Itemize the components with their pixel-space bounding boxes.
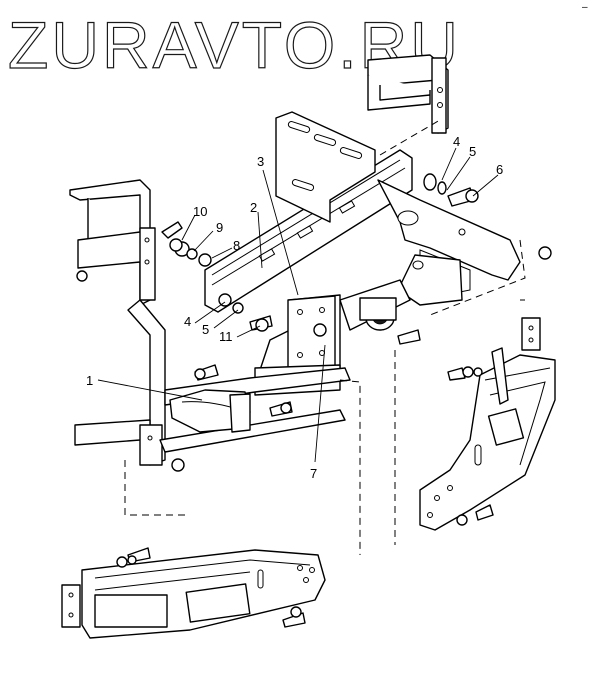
fastener-group-left bbox=[76, 221, 273, 332]
callout-7: 7 bbox=[310, 466, 317, 481]
callout-2: 2 bbox=[250, 200, 257, 215]
corner-mark: – bbox=[582, 2, 588, 13]
callout-4-right: 4 bbox=[453, 134, 460, 149]
callout-11: 11 bbox=[219, 329, 233, 344]
lower-left-arm-bracket bbox=[61, 547, 326, 639]
callout-5-right: 5 bbox=[469, 144, 476, 159]
callout-5-left: 5 bbox=[202, 322, 209, 337]
callout-10: 10 bbox=[193, 204, 207, 219]
fastener-group-right bbox=[423, 173, 552, 260]
callout-1: 1 bbox=[86, 373, 93, 388]
callout-9: 9 bbox=[216, 220, 223, 235]
assembly-guide-lines bbox=[124, 119, 526, 555]
upper-right-bracket bbox=[367, 54, 449, 134]
callout-4-left: 4 bbox=[184, 314, 191, 329]
upper-slotted-bracket bbox=[275, 111, 376, 223]
lower-clamp-bracket bbox=[169, 389, 251, 433]
lower-right-arm-bracket bbox=[419, 317, 556, 531]
callout-labels: 1 2 3 4 5 6 7 8 9 10 4 5 11 bbox=[86, 134, 503, 481]
main-crossbeam bbox=[204, 149, 413, 313]
callout-6: 6 bbox=[496, 162, 503, 177]
left-side-frame bbox=[69, 179, 166, 466]
cylinder-coupling bbox=[339, 279, 411, 331]
callout-3: 3 bbox=[257, 154, 264, 169]
fastener-group-lower bbox=[171, 323, 421, 472]
callout-8: 8 bbox=[233, 238, 240, 253]
